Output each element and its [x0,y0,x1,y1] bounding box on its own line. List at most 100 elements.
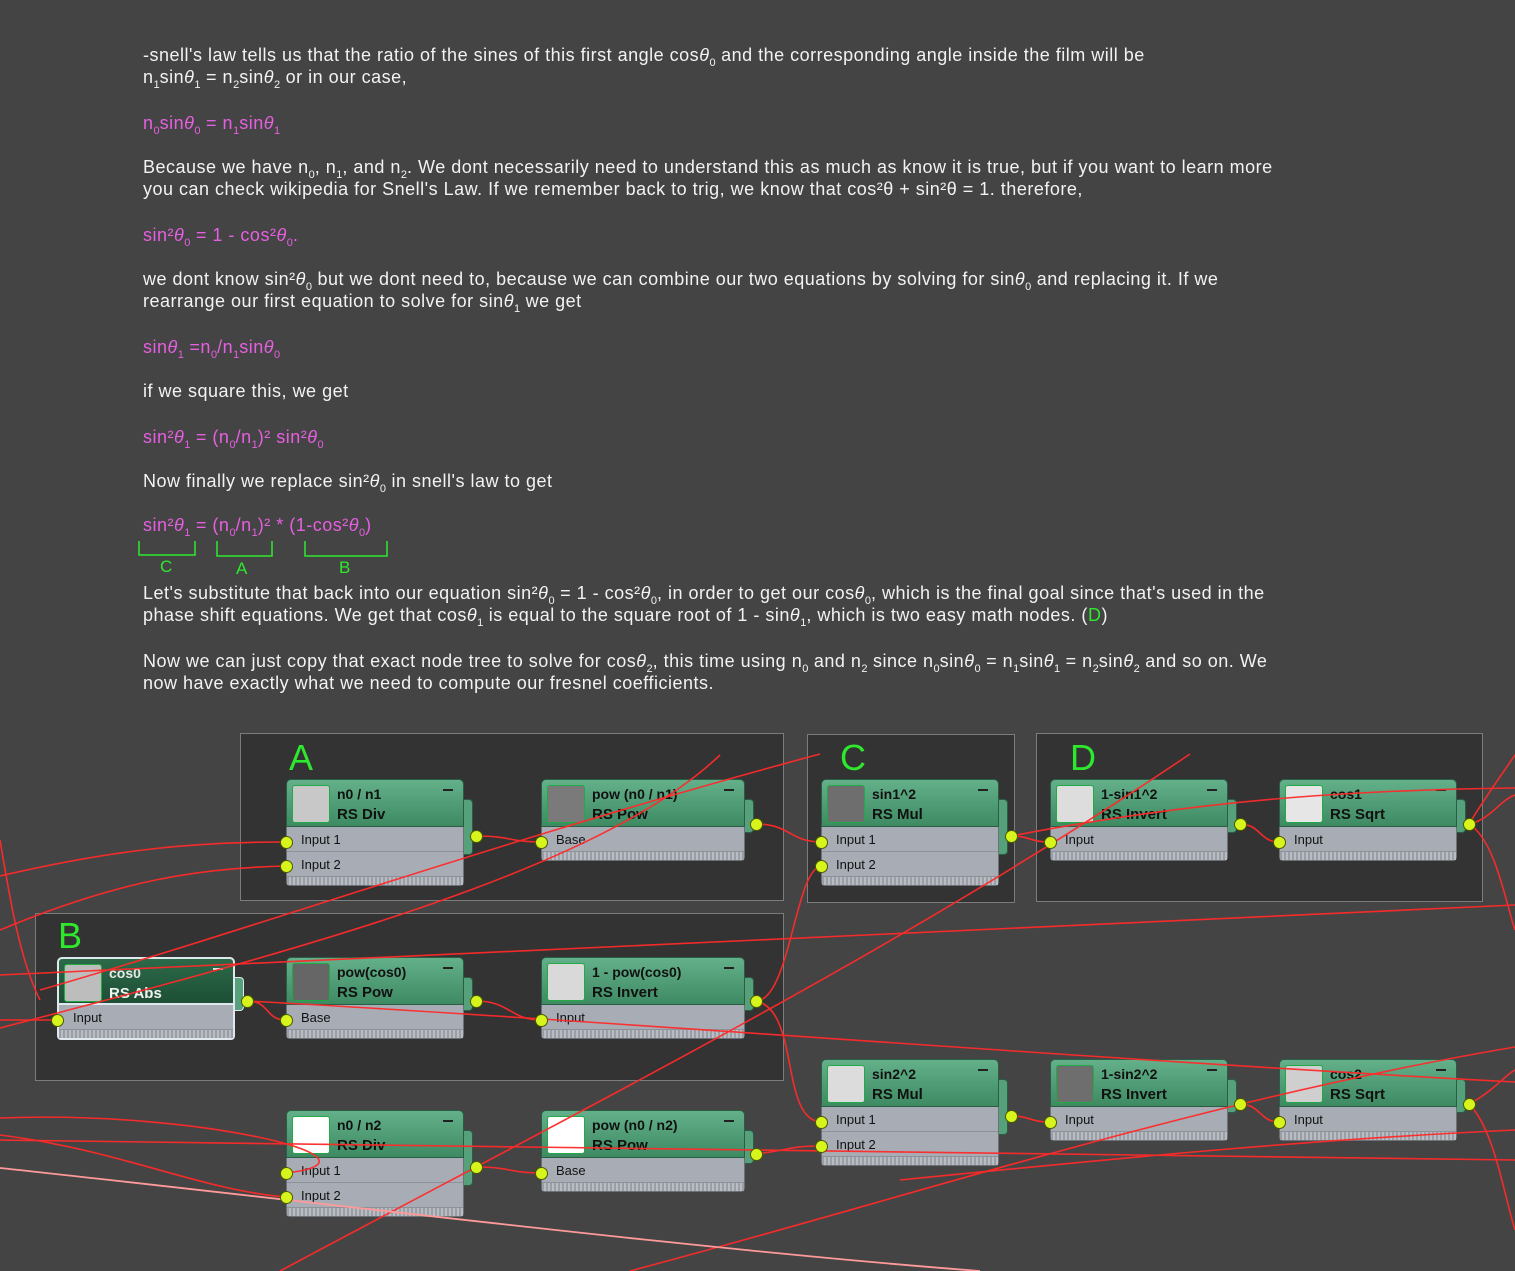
resize-grip[interactable] [542,851,744,860]
output-port[interactable] [750,1148,763,1161]
collapse-icon[interactable] [724,1120,734,1122]
node-one-minus-sin1-squared[interactable]: 1-sin1^2 RS Invert Input [1050,779,1237,861]
input-port[interactable] [1273,836,1286,849]
input-row[interactable]: Input 2 [287,851,463,876]
collapse-icon[interactable] [724,789,734,791]
output-port[interactable] [470,995,483,1008]
resize-grip[interactable] [822,1156,998,1165]
bracket-c [138,541,196,556]
input-port[interactable] [280,836,293,849]
node-pow-n0-n2[interactable]: pow (n0 / n2) RS Pow Base [541,1110,754,1192]
wire[interactable] [755,1145,822,1155]
resize-grip[interactable] [822,876,998,885]
collapse-icon[interactable] [1207,1069,1217,1071]
node-n0-div-n2[interactable]: n0 / n2 RS Div Input 1 Input 2 [286,1110,473,1217]
input-port[interactable] [815,1140,828,1153]
input-port[interactable] [815,836,828,849]
collapse-icon[interactable] [724,967,734,969]
output-port[interactable] [470,1161,483,1174]
collapse-icon[interactable] [1436,1069,1446,1071]
input-row[interactable]: Input [1294,1112,1323,1127]
node-sin1-squared[interactable]: sin1^2 RS Mul Input 1 Input 2 [821,779,1008,886]
input-row[interactable]: Input 2 [822,851,998,876]
collapse-icon[interactable] [978,789,988,791]
collapse-icon[interactable] [978,1069,988,1071]
node-pow-n0-n1[interactable]: pow (n0 / n1) RS Pow Base [541,779,754,861]
output-port[interactable] [1005,1110,1018,1123]
node-one-minus-sin2-squared[interactable]: 1-sin2^2 RS Invert Input [1050,1059,1237,1141]
resize-grip[interactable] [1280,851,1456,860]
node-n0-div-n1[interactable]: n0 / n1 RS Div Input 1 Input 2 [286,779,473,886]
input-row[interactable]: Input [1294,832,1323,847]
node-cos0[interactable]: cos0 RS Abs Input [57,957,244,1040]
input-row[interactable]: Input [1065,1112,1094,1127]
wire-highlighted[interactable] [0,1167,981,1271]
input-port[interactable] [1044,836,1057,849]
node-one-minus-pow-cos0[interactable]: 1 - pow(cos0) RS Invert Input [541,957,754,1039]
input-row[interactable]: Base [301,1010,331,1025]
input-port[interactable] [1273,1116,1286,1129]
input-row[interactable]: Input 1 [836,1112,876,1127]
output-port[interactable] [750,995,763,1008]
resize-grip[interactable] [1280,1131,1456,1140]
input-port[interactable] [280,1014,293,1027]
collapse-icon[interactable] [443,1120,453,1122]
input-port[interactable] [535,836,548,849]
node-pow-cos0[interactable]: pow(cos0) RS Pow Base [286,957,473,1039]
output-port[interactable] [1463,1098,1476,1111]
output-port[interactable] [1463,818,1476,831]
input-row[interactable]: Input [1065,832,1094,847]
output-port[interactable] [1005,830,1018,843]
input-row[interactable]: Input [556,1010,585,1025]
output-port[interactable] [1234,1098,1247,1111]
input-port[interactable] [51,1014,64,1027]
collapse-icon[interactable] [443,967,453,969]
wire[interactable] [0,839,41,1001]
wire[interactable] [475,1166,542,1174]
input-port[interactable] [815,860,828,873]
output-port[interactable] [241,995,254,1008]
node-cos2[interactable]: cos2 RS Sqrt Input [1279,1059,1466,1141]
resize-grip[interactable] [287,1029,463,1038]
input-row[interactable]: Input [73,1010,102,1025]
resize-grip[interactable] [287,876,463,885]
collapse-icon[interactable] [1436,789,1446,791]
resize-grip[interactable] [542,1182,744,1191]
input-row[interactable]: Input 2 [822,1131,998,1156]
input-row[interactable]: Input 2 [287,1182,463,1207]
output-port[interactable] [1234,818,1247,831]
input-port[interactable] [535,1167,548,1180]
wire[interactable] [1468,1069,1515,1105]
input-port[interactable] [280,1167,293,1180]
node-cos1[interactable]: cos1 RS Sqrt Input [1279,779,1466,861]
resize-grip[interactable] [1051,1131,1227,1140]
output-port[interactable] [750,818,763,831]
collapse-icon[interactable] [1207,789,1217,791]
input-row[interactable]: Base [556,832,586,847]
input-port[interactable] [815,1116,828,1129]
input-row[interactable]: Base [556,1163,586,1178]
wire[interactable] [0,1134,287,1198]
input-row[interactable]: Input 1 [836,832,876,847]
input-port[interactable] [280,860,293,873]
input-port[interactable] [280,1191,293,1204]
collapse-icon[interactable] [213,968,223,970]
input-port[interactable] [1044,1116,1057,1129]
input-port[interactable] [535,1014,548,1027]
resize-grip[interactable] [542,1029,744,1038]
resize-grip[interactable] [1051,851,1227,860]
resize-grip[interactable] [287,1207,463,1216]
output-tab [999,1079,1008,1135]
collapse-icon[interactable] [443,789,453,791]
node-type: RS Sqrt [1330,806,1386,823]
wire[interactable] [1468,1103,1515,1231]
resize-grip[interactable] [59,1029,233,1038]
paragraph-substitute: Let's substitute that back into our equa… [143,583,1265,629]
node-sin2-squared[interactable]: sin2^2 RS Mul Input 1 Input 2 [821,1059,1008,1166]
output-port[interactable] [470,830,483,843]
node-title: cos2 [1330,1066,1362,1082]
node-swatch [1056,785,1094,823]
input-row[interactable]: Input 1 [301,1163,341,1178]
input-row[interactable]: Input 1 [301,832,341,847]
wire[interactable] [0,1116,320,1174]
